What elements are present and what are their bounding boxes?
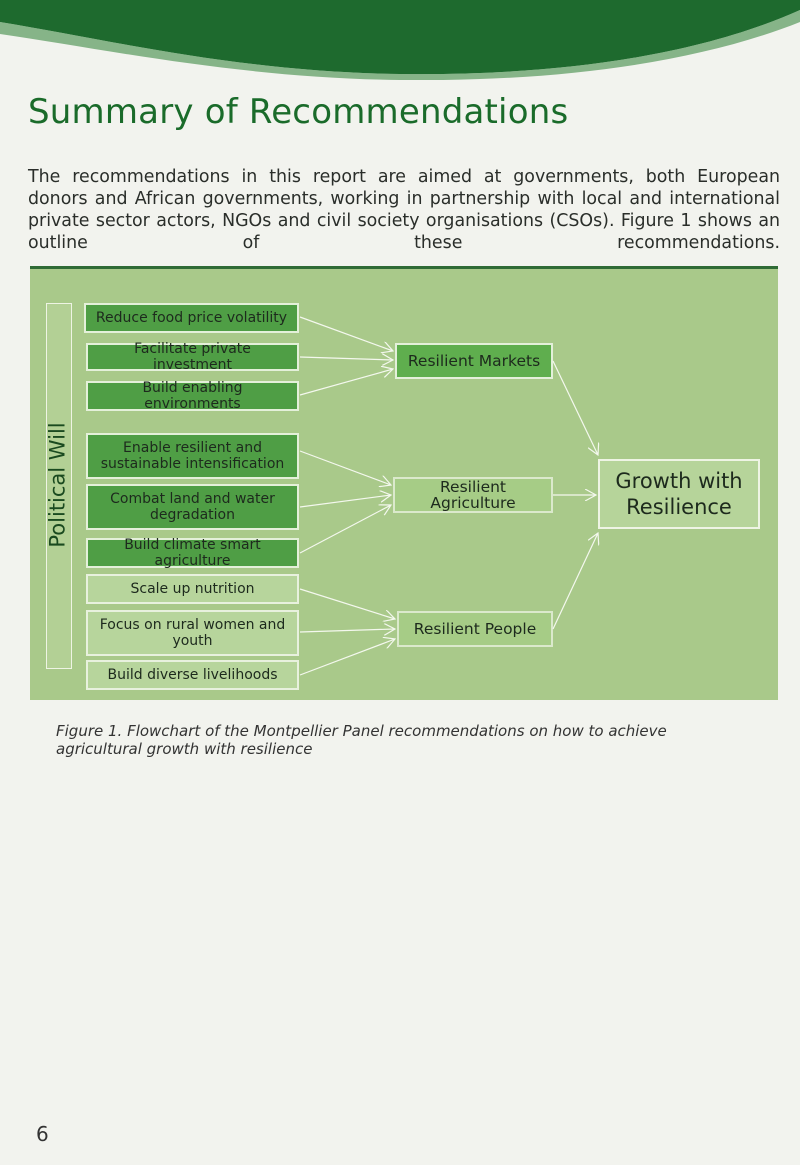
recommendation-box: Build climate smart agriculture: [86, 537, 299, 569]
recommendation-box: Build enabling environments: [86, 380, 299, 412]
figure-caption: Figure 1. Flowchart of the Montpellier P…: [56, 722, 667, 758]
recommendation-box: Combat land and water degradation: [86, 484, 299, 530]
side-panel: [46, 303, 72, 669]
recommendation-box: Reduce food price volatility: [84, 303, 299, 333]
outcome-box: Growth with Resilience: [598, 459, 760, 529]
pillar-box-agriculture: Resilient Agriculture: [393, 477, 553, 513]
intro-paragraph: The recommendations in this report are a…: [28, 167, 780, 253]
recommendation-box: Enable resilient and sustainable intensi…: [86, 433, 299, 479]
recommendation-box: Focus on rural women and youth: [86, 610, 299, 656]
pillar-box-markets: Resilient Markets: [395, 343, 553, 379]
flowchart-figure: Political Will Reduce food price volatil…: [30, 266, 778, 700]
recommendation-box: Facilitate private investment: [86, 341, 299, 373]
page-title: Summary of Recommendations: [28, 92, 569, 132]
connector-arrows: [299, 316, 778, 676]
recommendation-box: Scale up nutrition: [86, 574, 299, 604]
header-band: [0, 0, 800, 80]
recommendation-box: Build diverse livelihoods: [86, 660, 299, 690]
pillar-box-people: Resilient People: [397, 611, 553, 647]
page-number: 6: [36, 1122, 49, 1146]
